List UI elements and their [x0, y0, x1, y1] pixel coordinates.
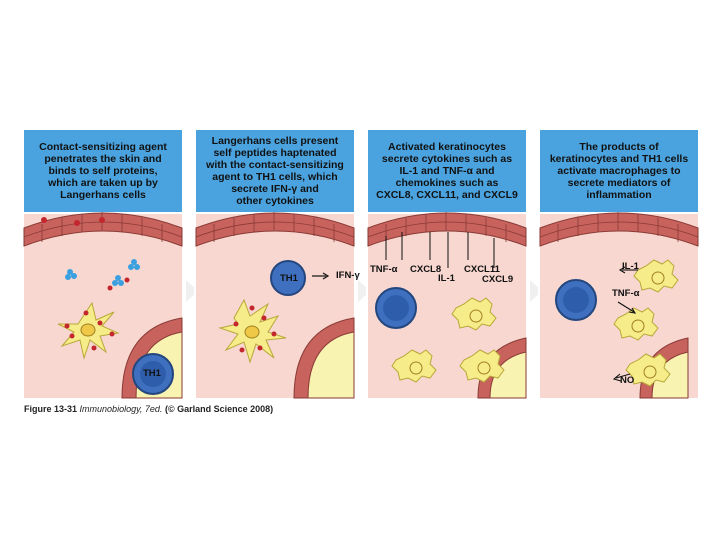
figure-number: Figure 13-31: [24, 404, 77, 414]
panel-3: Activated keratinocytes secrete cytokine…: [366, 128, 528, 400]
ifn-gamma-label: IFN-γ: [336, 270, 360, 281]
book-title: Immunobiology, 7ed.: [80, 404, 163, 414]
th1-cell-label: TH1: [143, 368, 161, 379]
figure-caption: Figure 13-31 Immunobiology, 7ed. (© Garl…: [24, 404, 273, 414]
panel-1: Contact-sensitizing agent penetrates the…: [22, 128, 184, 400]
th1-cell-label: TH1: [280, 273, 298, 284]
panel-2: Langerhans cells present self peptides h…: [194, 128, 356, 400]
panel-4-header-text: The products of keratinocytes and TH1 ce…: [550, 141, 688, 201]
cxcl9-label: CXCL9: [482, 274, 513, 285]
panel-4: The products of keratinocytes and TH1 ce…: [538, 128, 700, 400]
figure: Contact-sensitizing agent penetrates the…: [22, 128, 700, 408]
tnf-alpha-label: TNF-α: [370, 264, 397, 275]
nitric-oxide-label: NO: [620, 375, 634, 386]
panel-3-header: Activated keratinocytes secrete cytokine…: [368, 130, 526, 212]
panel-3-header-text: Activated keratinocytes secrete cytokine…: [376, 141, 518, 201]
il1-label: IL-1: [622, 261, 639, 272]
copyright-credit: (© Garland Science 2008): [165, 404, 273, 414]
tnf-alpha-label: TNF-α: [612, 288, 639, 299]
il1-label: IL-1: [438, 273, 455, 284]
panel-1-header-text: Contact-sensitizing agent penetrates the…: [39, 141, 167, 201]
panel-2-header: Langerhans cells present self peptides h…: [196, 130, 354, 212]
panel-1-header: Contact-sensitizing agent penetrates the…: [24, 130, 182, 212]
panel-2-header-text: Langerhans cells present self peptides h…: [206, 135, 344, 207]
panel-4-header: The products of keratinocytes and TH1 ce…: [540, 130, 698, 212]
cxcl8-label: CXCL8: [410, 264, 441, 275]
